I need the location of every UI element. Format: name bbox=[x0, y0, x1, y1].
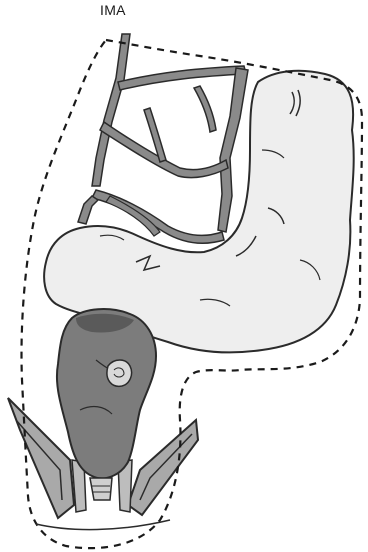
anal-canal bbox=[90, 478, 112, 500]
ima-vessels bbox=[78, 34, 248, 243]
ima-branch-arcade bbox=[218, 68, 248, 232]
ima-branch-sigmoid-3 bbox=[194, 86, 216, 132]
ima-branch-sigmoid-1 bbox=[100, 122, 228, 178]
tumor bbox=[107, 360, 132, 386]
levator-right bbox=[128, 420, 198, 515]
ima-to-colon bbox=[78, 196, 98, 224]
ima-trunk bbox=[92, 34, 130, 186]
rectum-body bbox=[57, 309, 156, 478]
perineum-curve bbox=[36, 520, 170, 530]
ima-branch-left-colic bbox=[118, 66, 246, 90]
